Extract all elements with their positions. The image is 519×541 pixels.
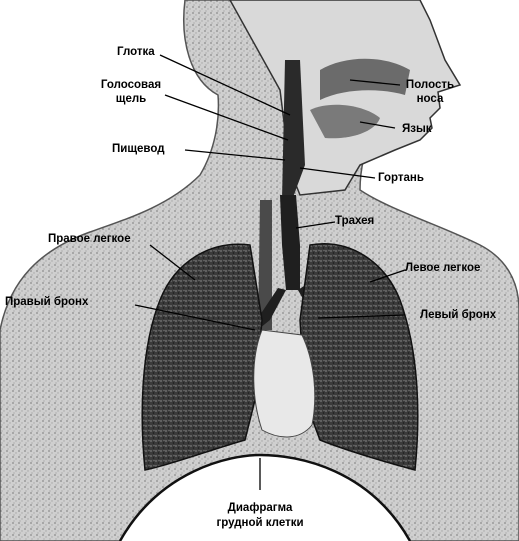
label-nasal-line2: носа (400, 93, 460, 106)
label-glottis-line1: Голосовая (95, 79, 167, 92)
label-trachea: Трахея (335, 215, 374, 228)
label-diaphragm-line2: грудной клетки (185, 517, 335, 530)
heart-region (254, 330, 315, 437)
label-left-lung: Левое легкое (405, 262, 480, 275)
label-left-bronchus: Левый бронх (420, 309, 496, 322)
label-glottis-line2: щель (95, 93, 167, 106)
label-right-bronchus: Правый бронх (5, 296, 88, 309)
label-right-lung: Правое легкое (48, 233, 131, 246)
label-tongue: Язык (402, 123, 432, 136)
label-nasal-line1: Полость (400, 79, 460, 92)
label-diaphragm-line1: Диафрагма (185, 502, 335, 515)
label-larynx: Гортань (378, 172, 424, 185)
label-esophagus: Пищевод (112, 143, 165, 156)
label-pharynx: Глотка (117, 46, 155, 59)
